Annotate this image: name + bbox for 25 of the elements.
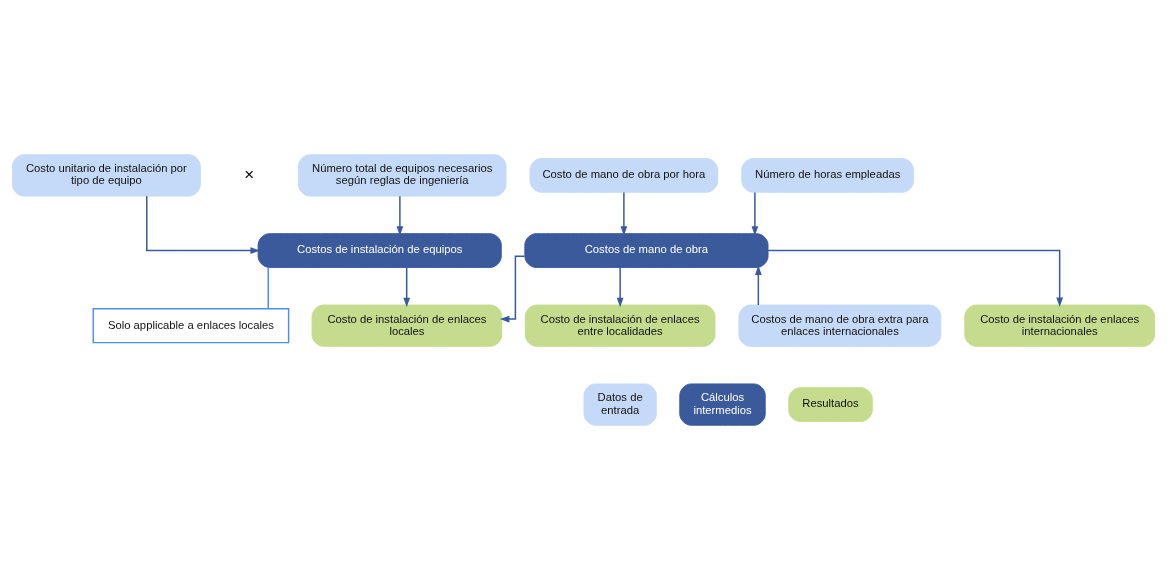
node-box: Costos de instalación de equipos	[257, 232, 502, 268]
arrow	[146, 195, 261, 254]
legend-label: Datos de entrada	[597, 390, 643, 416]
node-box: Costo de instalación de enlaces entre localidades	[524, 304, 716, 347]
node-box: Costos de mano de obra extra para enlaces internacionales	[738, 304, 942, 347]
node-box: Costo de instalación de enlaces internacionales	[964, 304, 1155, 347]
arrow	[751, 191, 759, 236]
node-box: Costo unitario de instalación por tipo de equipo	[12, 153, 201, 197]
arrow	[403, 266, 411, 307]
node-box: Costos de mano de obra	[524, 232, 769, 268]
legend-label: Resultados	[802, 396, 859, 409]
node-box: Costo de mano de obra por hora	[529, 157, 719, 193]
arrow	[755, 264, 762, 306]
arrow	[616, 266, 624, 307]
arrow	[396, 195, 404, 236]
node-box: Número de horas empleadas	[741, 157, 915, 193]
node-box: Solo applicable a enlaces locales	[92, 307, 290, 343]
legend-label: Cálculos intermedios	[693, 390, 752, 416]
label: ×	[244, 164, 255, 184]
connector	[267, 266, 269, 309]
node-box: Costo de instalación de enlaces locales	[311, 304, 503, 347]
arrow	[767, 249, 1064, 307]
node-box: Número total de equipos necesarios según reglas de ingeniería	[298, 153, 507, 197]
arrow	[499, 254, 526, 322]
arrow	[620, 191, 628, 236]
